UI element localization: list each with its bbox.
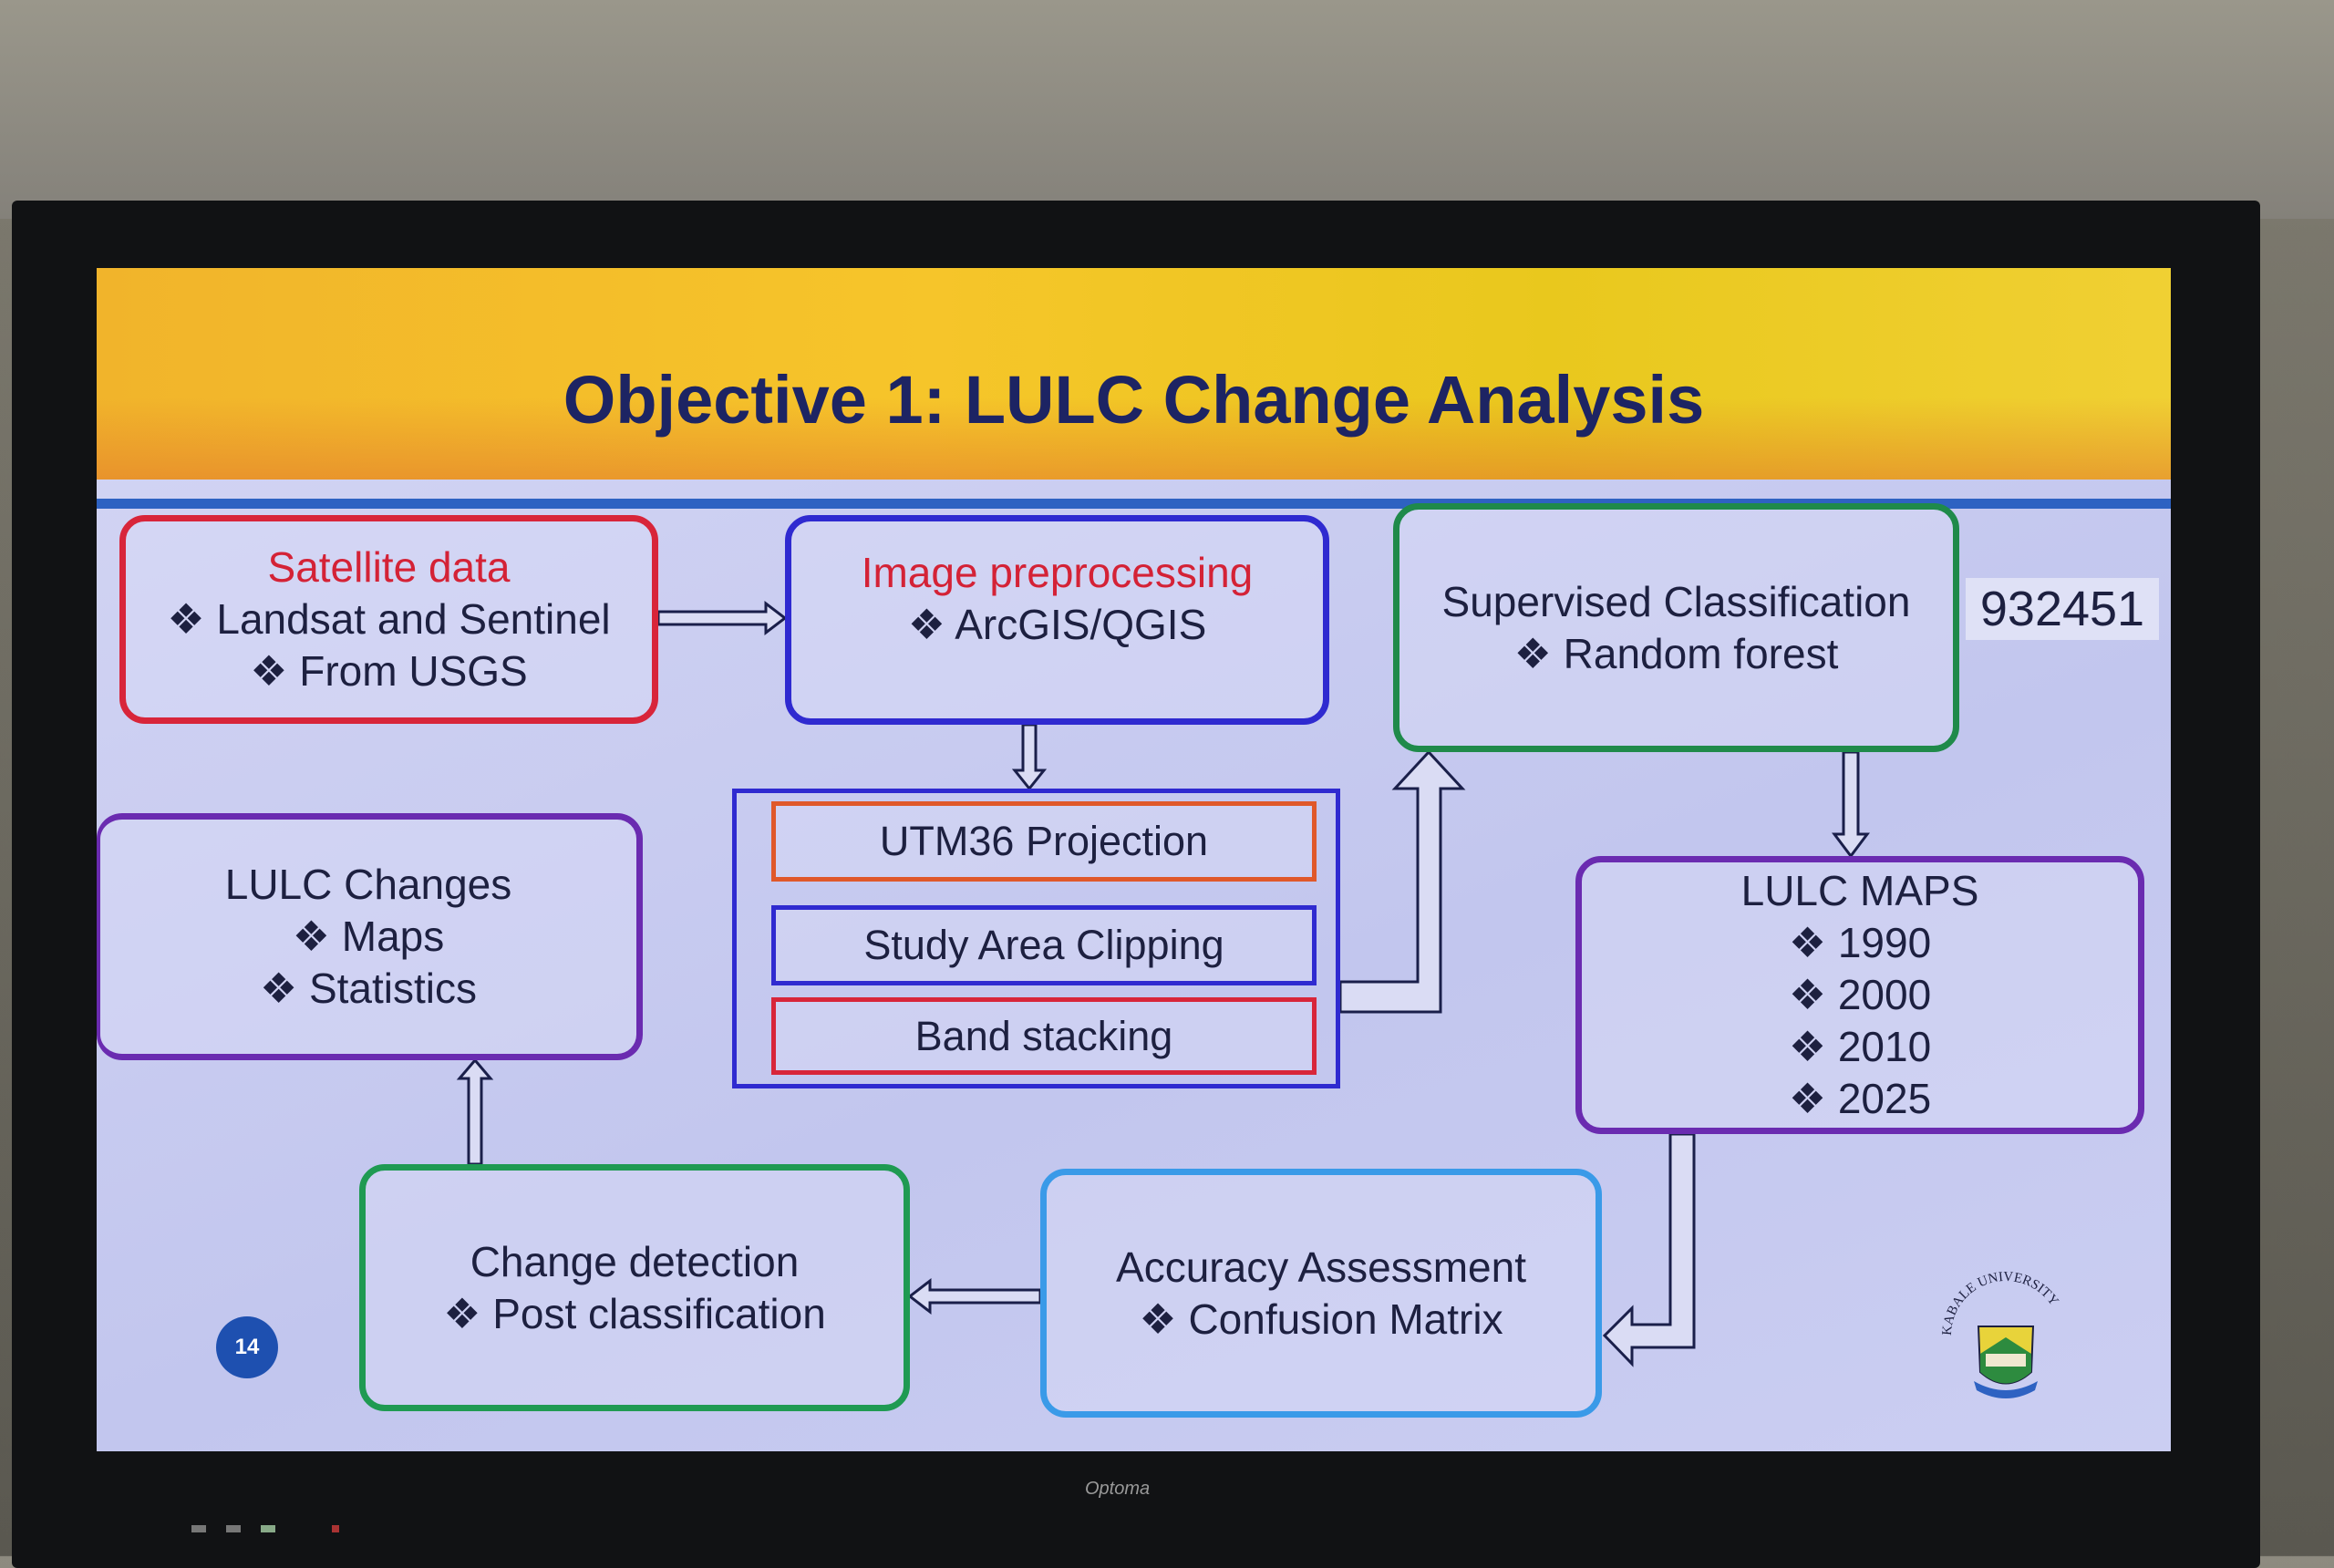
page-number: 14 [216,1316,278,1378]
accuracy-assessment-box: Accuracy Assessment ❖ Confusion Matrix [1040,1169,1602,1418]
code-overlay: 932451 [1966,578,2159,640]
arrow-maps-to-accuracy [1602,1132,1696,1367]
box-item: ❖ 2000 [1788,971,1932,1018]
lulc-maps-box: LULC MAPS ❖ 1990 ❖ 2000 ❖ 2010 ❖ 2025 [1575,856,2144,1134]
box-title: Satellite data [267,543,511,591]
box-item: ❖ ArcGIS/QGIS [907,601,1207,648]
box-item: ❖ Landsat and Sentinel [167,595,611,643]
lulc-changes-box: LULC Changes ❖ Maps ❖ Statistics [97,813,643,1060]
box-item: ❖ Random forest [1513,629,1839,677]
arrow-change-to-lulc-changes [456,1057,494,1166]
image-preprocessing-box: Image preprocessing ❖ ArcGIS/QGIS [785,515,1329,725]
step-study-area-clipping: Study Area Clipping [771,905,1317,985]
title-divider [97,499,2171,509]
arrow-classification-to-maps [1832,750,1870,859]
monitor-brand: Optoma [1085,1479,1151,1499]
box-title: LULC MAPS [1740,867,1979,914]
wall [0,0,2334,219]
box-item: ❖ Post classification [443,1289,826,1337]
box-item: ❖ Statistics [259,965,478,1012]
box-title: Accuracy Assessment [1116,1243,1526,1291]
slide-title: Objective 1: LULC Change Analysis [563,362,1705,438]
box-item: ❖ 2025 [1788,1075,1932,1122]
arrow-steps-to-classification [1338,749,1466,1014]
box-title: Supervised Classification [1441,577,1911,625]
monitor-button[interactable] [191,1525,206,1532]
box-item: ❖ From USGS [250,647,528,695]
arrow-accuracy-to-change [907,1277,1042,1315]
box-item: ❖ Confusion Matrix [1139,1295,1503,1343]
box-item: ❖ 1990 [1788,919,1932,966]
step-band-stacking: Band stacking [771,997,1317,1075]
arrow-preprocessing-to-steps [1011,723,1048,791]
box-title: LULC Changes [224,861,512,908]
monitor-button[interactable] [261,1525,275,1532]
power-button[interactable] [332,1525,339,1532]
flow-arrows [456,600,1870,1367]
box-title: Image preprocessing [861,549,1254,596]
step-utm-projection: UTM36 Projection [771,801,1317,882]
slide: Objective 1: LULC Change Analysis Satell… [97,268,2171,1451]
box-title: Change detection [470,1237,800,1285]
change-detection-box: Change detection ❖ Post classification [359,1164,910,1411]
title-banner [97,268,2171,480]
satellite-data-box: Satellite data ❖ Landsat and Sentinel ❖ … [119,515,658,724]
arrow-satellite-to-preprocessing [656,600,788,636]
supervised-classification-box: Supervised Classification ❖ Random fores… [1393,503,1959,752]
preprocessing-steps-group [732,789,1340,1088]
box-item: ❖ Maps [292,913,445,960]
monitor-button[interactable] [226,1525,241,1532]
university-logo-icon: KABALE UNIVERSITY [1940,1270,2061,1398]
box-item: ❖ 2010 [1788,1023,1932,1070]
